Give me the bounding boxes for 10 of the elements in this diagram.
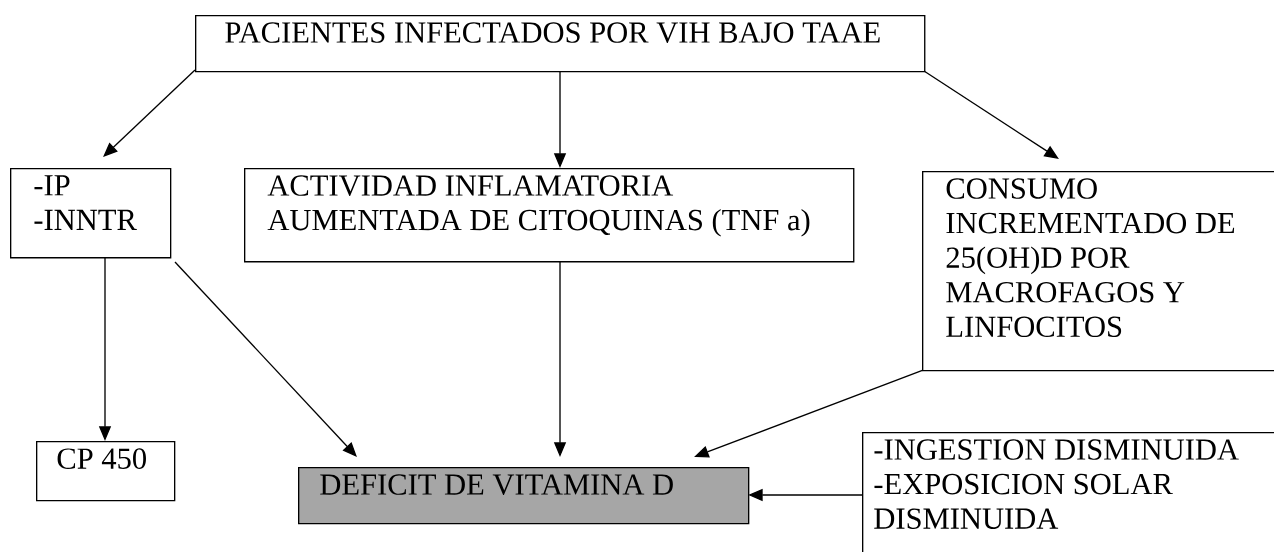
arrow xyxy=(923,70,1059,159)
process-box: -IP -INNTR xyxy=(10,168,172,259)
process-box: PACIENTES INFECTADOS POR VIH BAJO TAAE xyxy=(195,15,926,73)
arrow xyxy=(103,69,196,157)
arrow xyxy=(174,261,357,457)
process-box: CP 450 xyxy=(36,441,176,502)
process-box: -INGESTION DISMINUIDA -EXPOSICION SOLAR DISMINUIDA xyxy=(862,432,1274,552)
process-box: ACTIVIDAD INFLAMATORIA AUMENTADA DE CITOQUINAS (TNF a) xyxy=(244,168,855,263)
process-box: CONSUMO INCREMENTADO DE 25(OH)D POR MACROFAGOS Y LINFOCITOS xyxy=(922,171,1274,372)
process-box: DEFICIT DE VITAMINA D xyxy=(298,467,750,525)
